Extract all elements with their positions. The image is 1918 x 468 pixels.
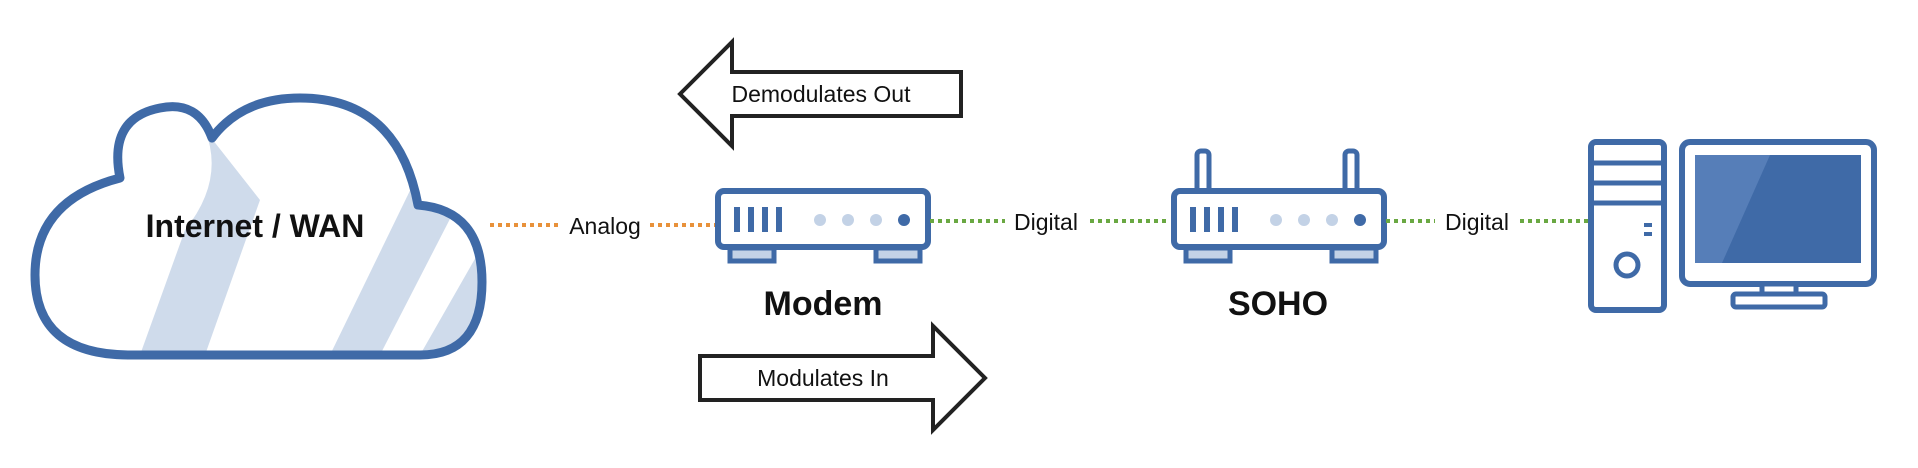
cloud-label: Internet / WAN xyxy=(146,208,365,244)
analog-link-label: Analog xyxy=(569,213,641,239)
demodulates-out-arrow: Demodulates Out xyxy=(677,37,963,151)
cloud-icon: Internet / WAN xyxy=(30,93,487,360)
modem-label: Modem xyxy=(764,285,883,323)
modulates-in-arrow: Modulates In xyxy=(698,321,988,435)
digital-link-soho-pc: Digital xyxy=(1386,209,1588,235)
digital-link-label: Digital xyxy=(1014,209,1078,235)
soho-label: SOHO xyxy=(1228,285,1328,323)
soho-router-icon xyxy=(1171,148,1387,264)
analog-link: Analog xyxy=(490,213,715,239)
desktop-computer-icon xyxy=(1588,139,1877,313)
demodulates-out-label: Demodulates Out xyxy=(732,81,912,107)
modem-icon xyxy=(715,188,931,264)
digital-link-modem-soho: Digital xyxy=(930,209,1170,235)
digital-link-label-2: Digital xyxy=(1445,209,1509,235)
modulates-in-label: Modulates In xyxy=(757,365,889,391)
